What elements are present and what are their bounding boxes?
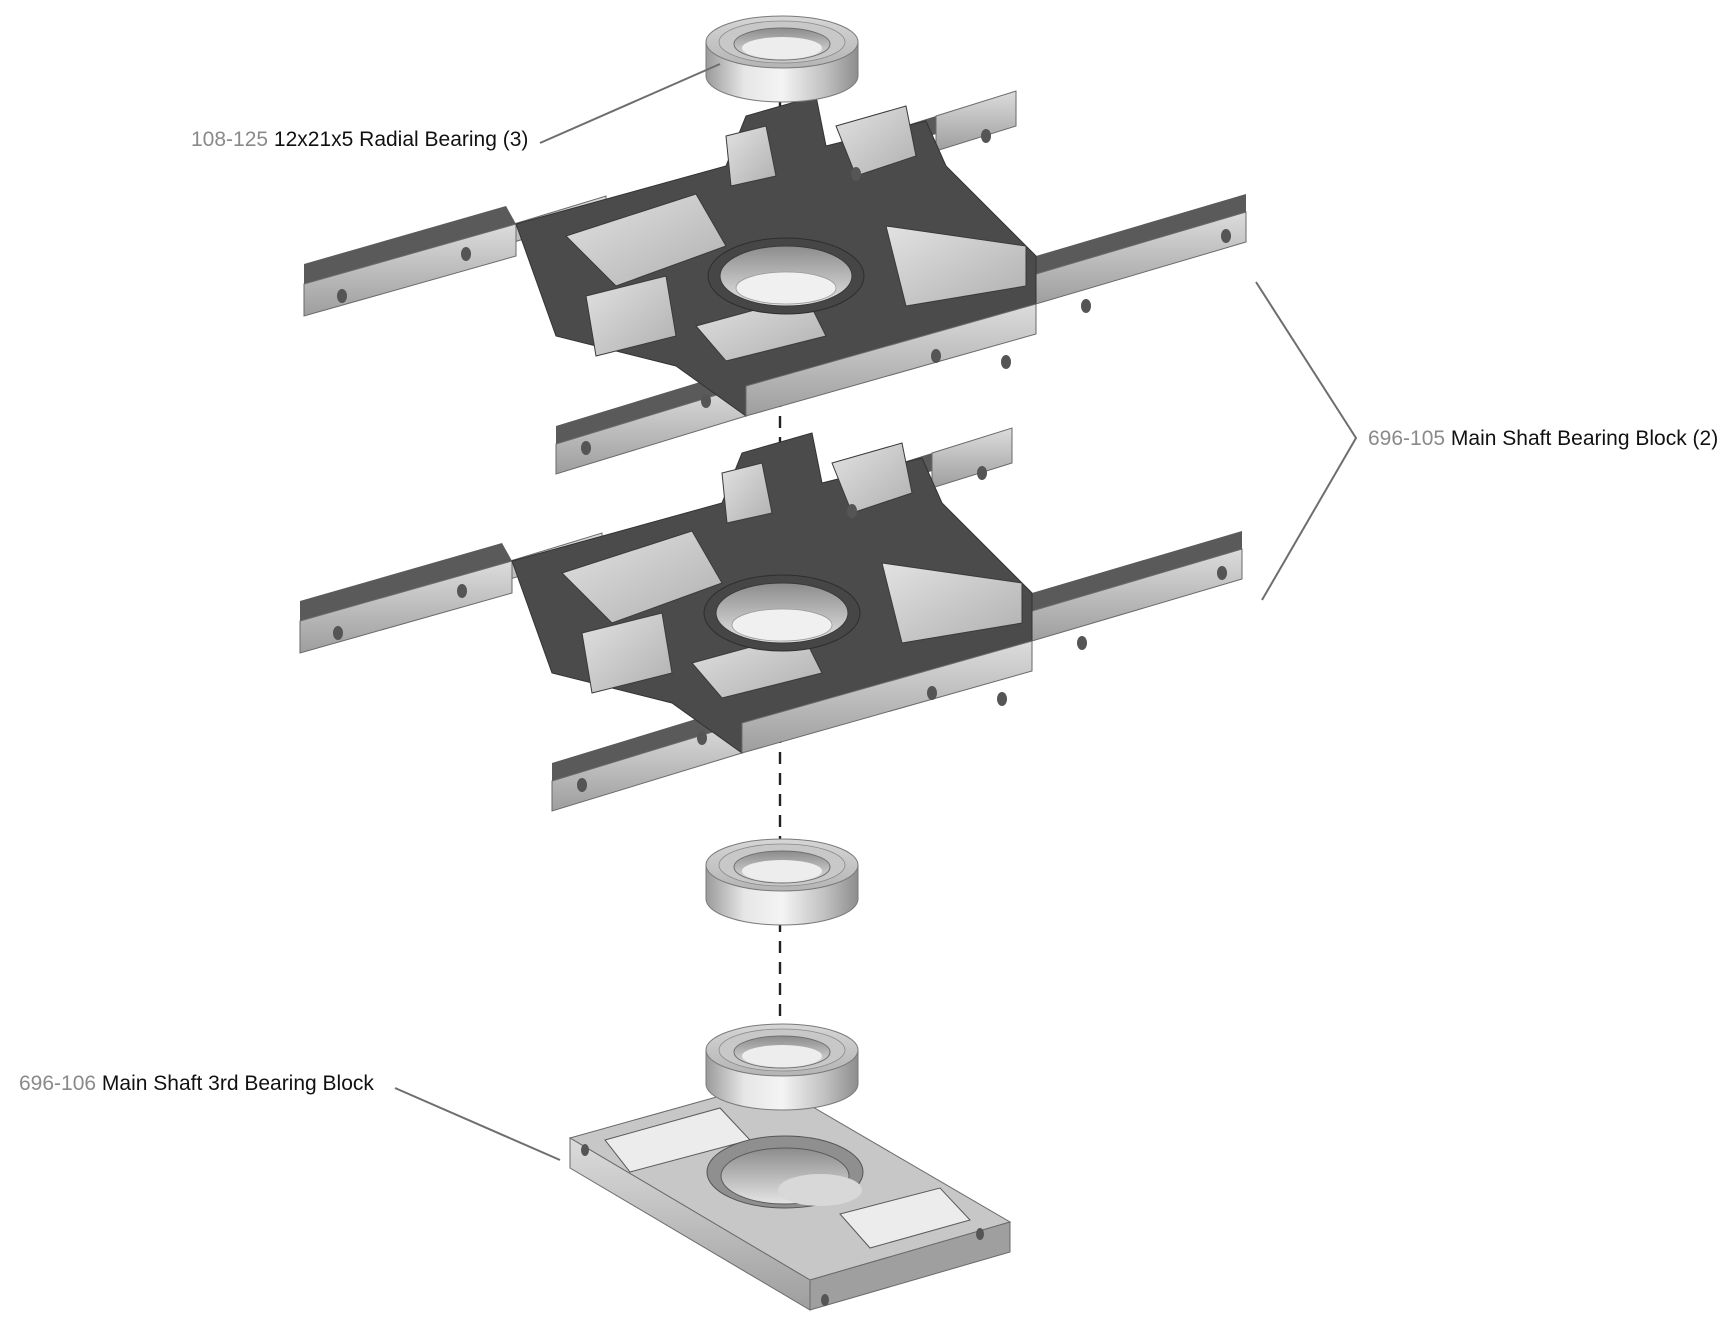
part-number: 696-105	[1368, 427, 1446, 450]
callout-bearing: 108-125 12x21x5 Radial Bearing (3)	[191, 127, 528, 153]
bearing-middle-part	[705, 838, 859, 926]
callout-third-bearing-block: 696-106 Main Shaft 3rd Bearing Block	[19, 1071, 374, 1097]
bearing-top-part	[705, 15, 859, 103]
leader-line-bearing	[539, 63, 721, 144]
third-bearing-block-part	[568, 1081, 1012, 1311]
callout-bearing-block: 696-105 Main Shaft Bearing Block (2)	[1368, 426, 1718, 452]
part-description: Main Shaft Bearing Block (2)	[1450, 427, 1719, 450]
part-description: Main Shaft 3rd Bearing Block	[101, 1072, 374, 1095]
part-number: 108-125	[191, 128, 269, 151]
part-description: 12x21x5 Radial Bearing (3)	[273, 128, 529, 151]
part-number: 696-106	[19, 1072, 97, 1095]
bearing-block-lower-part	[299, 427, 1243, 812]
leader-line-bearing-block	[1255, 281, 1358, 601]
bearing-bottom-part	[705, 1023, 859, 1111]
leader-line-third-block	[394, 1087, 561, 1161]
